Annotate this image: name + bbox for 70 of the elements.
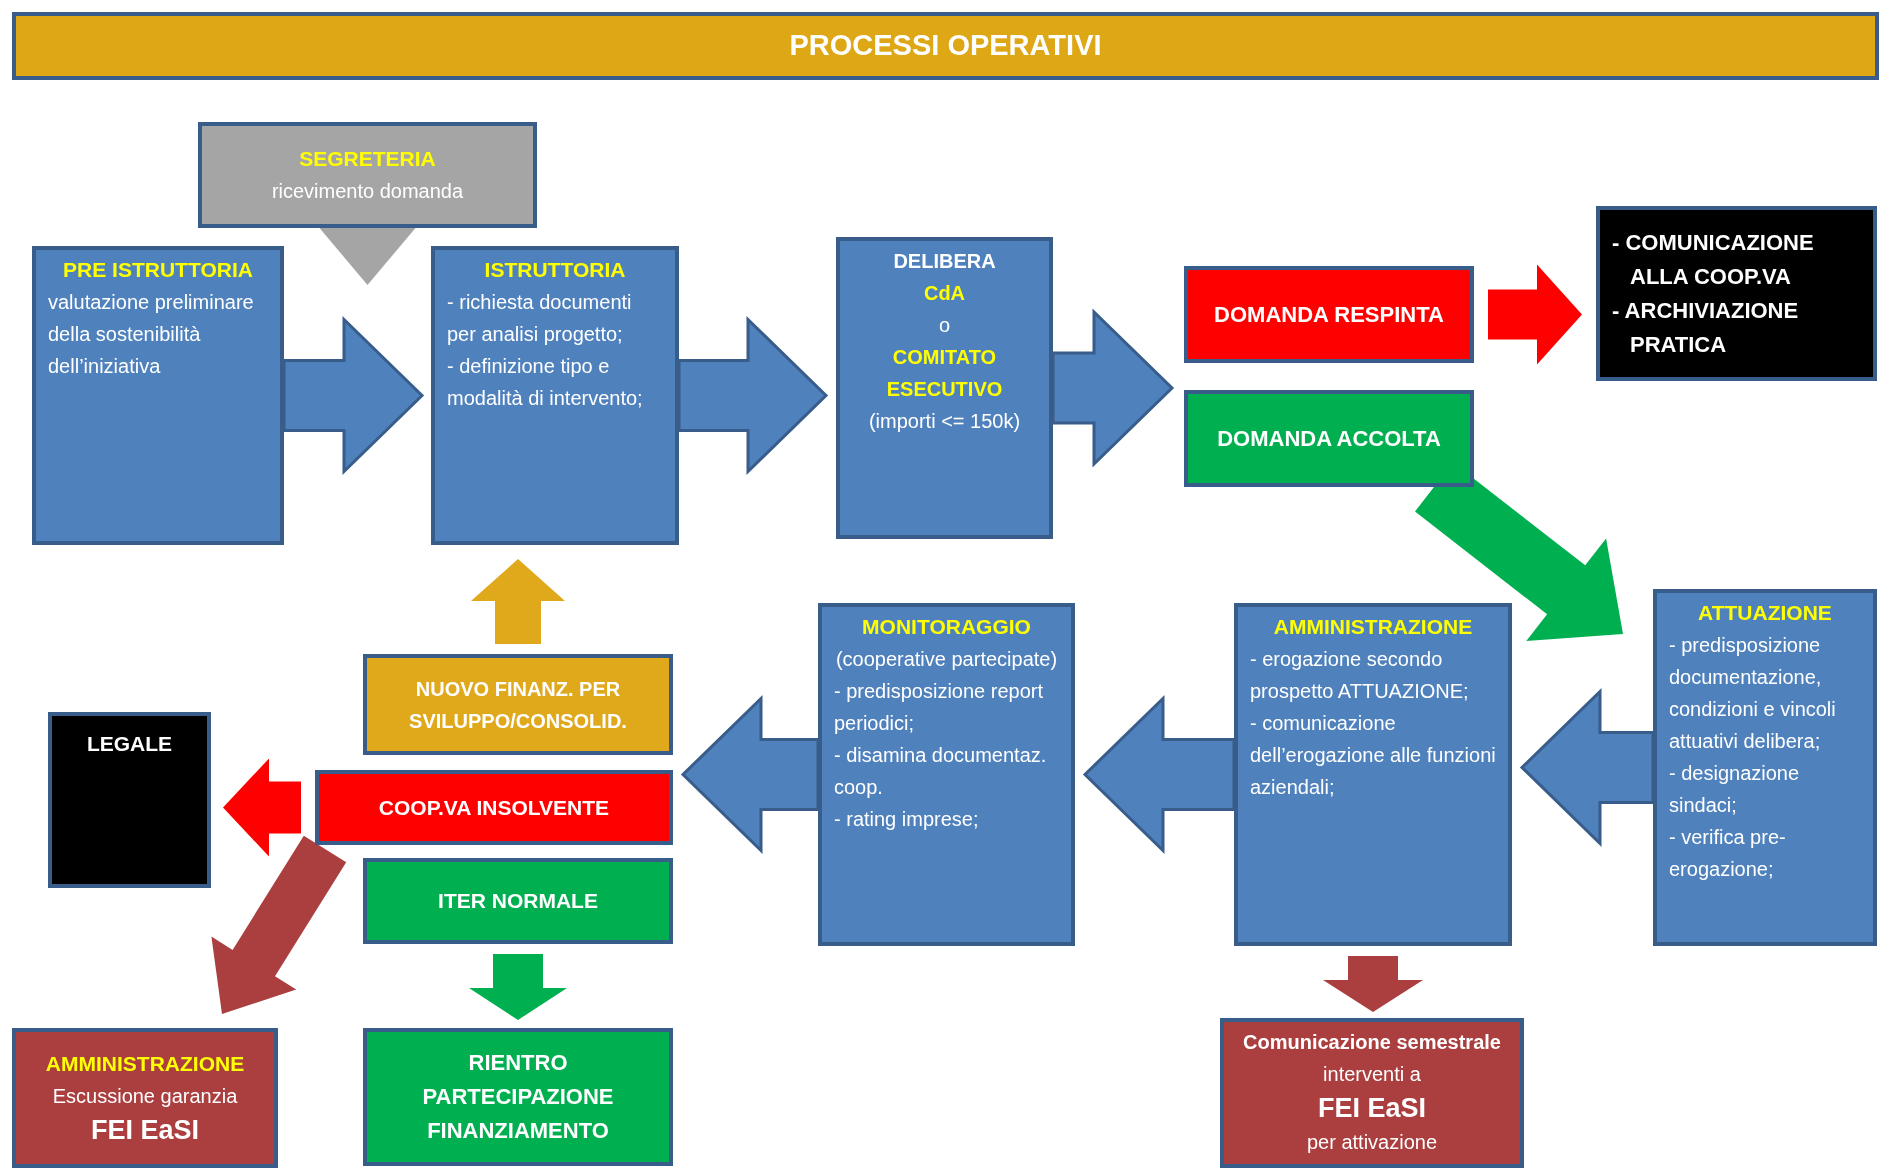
heading-text: PRE ISTRUTTORIA — [62, 257, 254, 283]
heading-text: AMMINISTRAZIONE — [1272, 614, 1474, 640]
outcome-box — [363, 858, 673, 944]
block-arrow — [1488, 264, 1582, 365]
block-arrow — [223, 758, 301, 857]
box-text: - ARCHIVIAZIONE PRATICA — [1612, 296, 1800, 359]
action-box — [12, 1028, 278, 1168]
block-arrow — [211, 835, 347, 1014]
box-text: DOMANDA RESPINTA — [1213, 300, 1445, 329]
box-text: NUOVO FINANZ. PER SVILUPPO/CONSOLID. — [408, 676, 628, 734]
box-text: Comunicazione semestrale interventi a — [1242, 1030, 1502, 1087]
block-arrow — [1051, 308, 1175, 468]
block-arrow — [677, 315, 829, 476]
box-text: DELIBERA — [892, 249, 997, 274]
box-text: valutazione preliminare della sostenibilità dell’iniziativa — [48, 290, 255, 379]
outcome-box — [363, 654, 673, 755]
process-box — [32, 246, 284, 545]
report-box — [1220, 1018, 1524, 1168]
title-banner: PROCESSI OPERATIVI — [12, 12, 1879, 80]
box-text: FEI EaSI — [1316, 1092, 1427, 1125]
office-box — [198, 122, 537, 228]
action-box — [1596, 206, 1877, 381]
highlighted-text: CdA — [922, 281, 967, 306]
block-arrow — [469, 954, 567, 1020]
box-text: - predisposizione documentazione, condizioni e vincoli attuativi delibera; — [1669, 633, 1837, 754]
block-arrow — [1519, 687, 1655, 848]
box-text: DOMANDA ACCOLTA — [1216, 424, 1442, 453]
box-text: - comunicazione dell’erogazione alle funzioni aziendali; — [1250, 711, 1496, 800]
outcome-box — [363, 1028, 673, 1166]
process-box — [836, 237, 1053, 539]
highlighted-text: COMITATO ESECUTIVO — [885, 345, 1004, 402]
block-arrow — [1082, 694, 1236, 855]
box-text: ITER NORMALE — [437, 888, 599, 914]
process-box — [818, 603, 1075, 946]
heading-text: ATTUAZIONE — [1697, 600, 1833, 626]
outcome-box — [1184, 266, 1474, 363]
block-arrow — [471, 559, 565, 644]
box-text: - verifica pre-erogazione; — [1669, 825, 1787, 882]
box-text: - erogazione secondo prospetto ATTUAZIONE; — [1250, 647, 1470, 704]
box-text: LEGALE — [85, 731, 174, 757]
box-text: COOP.VA INSOLVENTE — [377, 794, 611, 821]
box-text: - rating imprese; — [834, 807, 980, 832]
outcome-box — [315, 770, 673, 845]
box-text: Escussione garanzia — [51, 1084, 239, 1109]
box-text: ricevimento domanda — [270, 179, 465, 204]
heading-text: MONITORAGGIO — [861, 614, 1032, 640]
block-arrow — [282, 315, 425, 476]
box-text: - predisposizione report periodici; — [834, 679, 1044, 736]
heading-text: AMMINISTRAZIONE — [44, 1051, 246, 1077]
action-box — [48, 712, 211, 888]
process-box — [1234, 603, 1512, 946]
box-text: - COMUNICAZIONE ALLA COOP.VA — [1612, 228, 1815, 291]
box-text: FEI EaSI — [89, 1114, 200, 1147]
heading-text: SEGRETERIA — [298, 146, 437, 172]
box-text: - designazione sindaci; — [1669, 761, 1801, 818]
process-box — [431, 246, 679, 545]
box-text: RIENTRO PARTECIPAZIONE FINANZIAMENTO — [421, 1049, 615, 1145]
box-text: - disamina documentaz. coop. — [834, 743, 1048, 800]
box-text: - definizione tipo e modalità di intervento; — [447, 354, 644, 411]
heading-text: ISTRUTTORIA — [483, 257, 627, 283]
box-text: per attivazione — [1305, 1130, 1439, 1155]
outcome-box — [1184, 390, 1474, 487]
block-arrow — [319, 228, 416, 285]
box-text: - richiesta documenti per analisi progetto; — [447, 290, 633, 347]
box-text: o — [937, 313, 952, 338]
block-arrow — [1323, 956, 1423, 1012]
box-text: (cooperative partecipate) — [834, 647, 1059, 672]
box-text: (importi <= 150k) — [867, 409, 1022, 434]
process-box — [1653, 589, 1877, 946]
block-arrow — [680, 694, 820, 855]
